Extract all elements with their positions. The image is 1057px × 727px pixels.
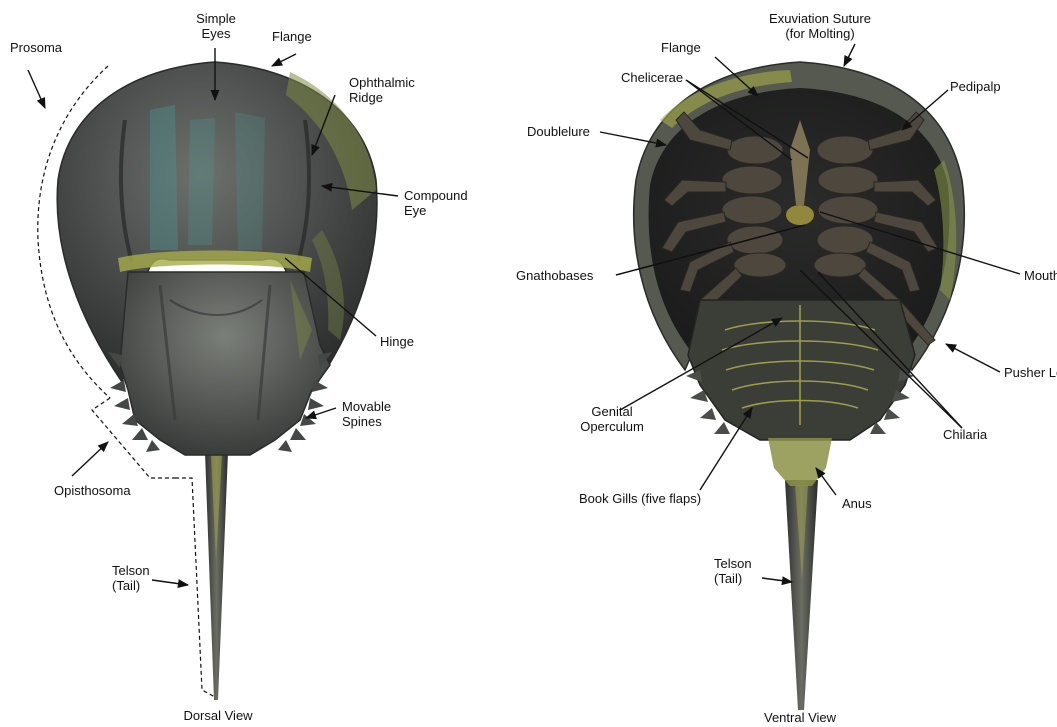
label-prosoma: Prosoma	[10, 40, 62, 55]
label-ventral-view: Ventral View	[745, 710, 855, 725]
label-mouth: Mouth	[1024, 268, 1057, 283]
dorsal-crab-illustration	[57, 62, 377, 700]
label-chelicerae: Chelicerae	[621, 70, 683, 85]
label-dorsal-flange: Flange	[272, 29, 312, 44]
label-exuviation-suture: Exuviation Suture (for Molting)	[750, 11, 890, 41]
label-pusher-leg: Pusher Leg	[1004, 365, 1057, 380]
label-ophthalmic-ridge: Ophthalmic Ridge	[349, 75, 415, 105]
label-dorsal-telson: Telson (Tail)	[112, 563, 150, 593]
label-compound-eye: Compound Eye	[404, 188, 468, 218]
ventral-crab-illustration	[634, 62, 965, 710]
label-dorsal-view: Dorsal View	[163, 708, 273, 723]
label-simple-eyes: Simple Eyes	[186, 11, 246, 41]
label-pedipalp: Pedipalp	[950, 79, 1001, 94]
label-chilaria: Chilaria	[943, 427, 987, 442]
label-movable-spines: Movable Spines	[342, 399, 391, 429]
label-opisthosoma: Opisthosoma	[54, 483, 131, 498]
label-ventral-telson: Telson (Tail)	[714, 556, 752, 586]
label-book-gills: Book Gills (five flaps)	[579, 491, 701, 506]
label-hinge: Hinge	[380, 334, 414, 349]
label-genital-operculum: Genital Operculum	[572, 404, 652, 434]
label-ventral-flange: Flange	[661, 40, 701, 55]
label-doublelure: Doublelure	[527, 124, 590, 139]
label-anus: Anus	[842, 496, 872, 511]
label-gnathobases: Gnathobases	[516, 268, 593, 283]
